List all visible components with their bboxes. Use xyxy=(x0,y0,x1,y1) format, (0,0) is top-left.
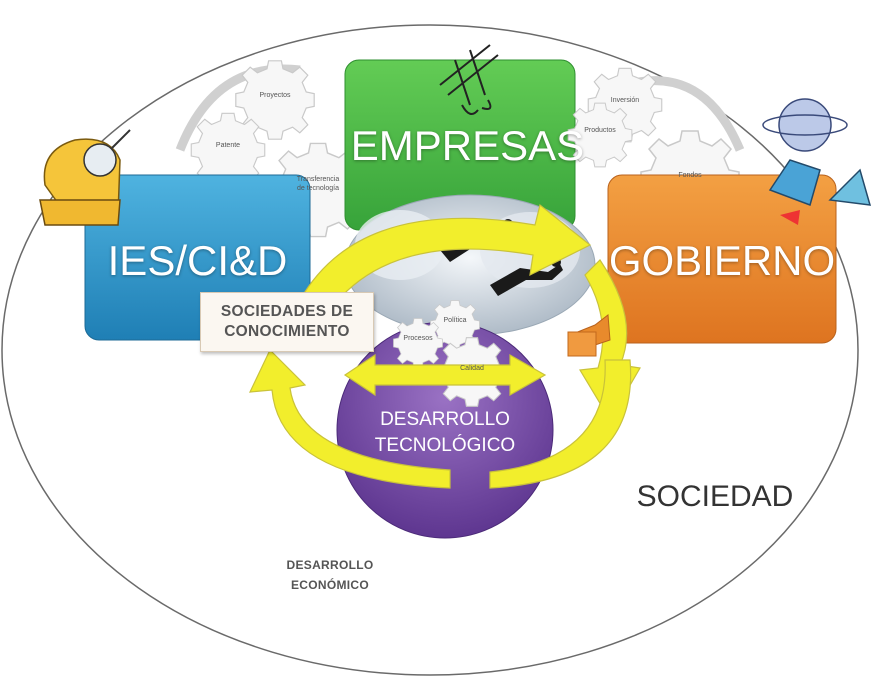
scientist-illustration xyxy=(39,129,131,226)
telescope-illustration xyxy=(762,98,872,225)
cycle-arrows xyxy=(249,203,641,489)
gear-label-transferencia-1: Transferencia xyxy=(296,176,340,183)
gear-label-politica: Política xyxy=(443,317,467,324)
gear-procesos xyxy=(393,318,443,368)
desarrollo-tecnologico-label: DESARROLLO TECNOLÓGICO xyxy=(355,407,535,459)
gobierno-box xyxy=(607,174,837,344)
gear-label-procesos: Procesos xyxy=(403,335,433,342)
gobierno-label: GOBIERNO xyxy=(608,237,836,284)
gear-label-patente: Patente xyxy=(215,142,241,149)
gear-label-transferencia-2: de tecnología xyxy=(296,185,340,192)
sociedades-line2: CONOCIMIENTO xyxy=(224,323,350,340)
empresas-label: EMPRESAS xyxy=(350,122,585,169)
ies-label: IES/CI&D xyxy=(107,237,288,284)
gear-label-fondos: Fondos xyxy=(678,172,702,179)
gear-label-inversion: Inversión xyxy=(610,97,640,104)
eco-line2: ECONÓMICO xyxy=(290,578,370,592)
gear-label-productos: Productos xyxy=(584,127,616,134)
desarrollo-line2: TECNOLÓGICO xyxy=(374,435,516,456)
sociedades-conocimiento-box: SOCIEDADES DE CONOCIMIENTO xyxy=(200,292,374,352)
gear-label-proyectos: Proyectos xyxy=(259,92,291,99)
desarrollo-economico-label: DESARROLLO ECONÓMICO xyxy=(250,555,410,595)
eco-line1: DESARROLLO xyxy=(286,558,374,572)
gear-label-calidad: Calidad xyxy=(460,365,484,372)
satellite-illustration xyxy=(439,44,499,115)
sociedad-label: SOCIEDAD xyxy=(636,480,794,513)
sociedades-line1: SOCIEDADES DE xyxy=(220,303,354,320)
desarrollo-line1: DESARROLLO xyxy=(380,409,510,430)
